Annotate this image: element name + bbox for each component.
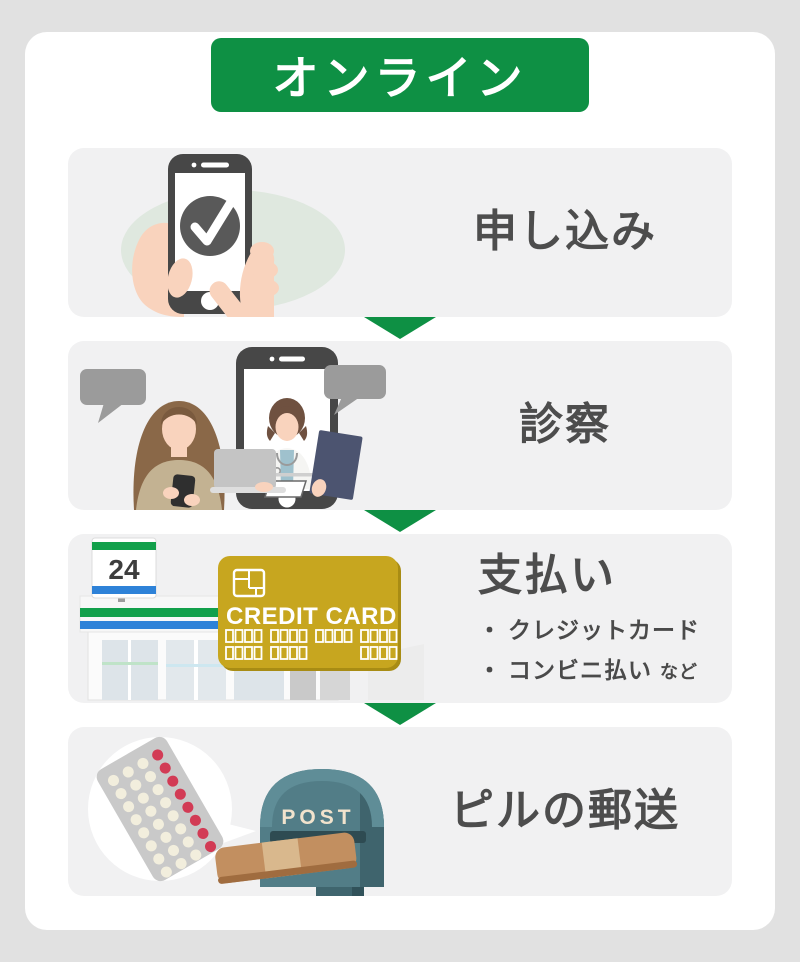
patient-woman <box>133 401 225 510</box>
step-label-delivery: ピルの郵送 <box>450 786 680 836</box>
credit-card-label: CREDIT CARD <box>226 603 397 630</box>
page-title: オンライン <box>272 52 528 104</box>
arrow-down-icon <box>364 510 436 532</box>
mailbox-label: POST <box>281 806 354 829</box>
step-card-delivery: POST ピルの郵送 <box>68 727 732 896</box>
process-flow: 申し込み <box>68 148 732 896</box>
pill-blister-pack-icon <box>96 736 224 882</box>
step-label-application: 申し込み <box>473 207 657 257</box>
arrow-down-icon <box>364 703 436 725</box>
pill-sheet-bubble <box>88 736 256 882</box>
flow-arrow-row <box>68 317 732 341</box>
step-label-payment: 支払い <box>478 551 616 601</box>
speech-bubble-left-icon <box>80 369 146 423</box>
step-card-application: 申し込み <box>68 148 732 317</box>
mailbox-icon: POST <box>260 769 384 896</box>
smartphone-checkmark-illustration <box>121 154 345 317</box>
credit-card-icon: CREDIT CARD <box>218 556 401 671</box>
store-sign-label: 24 <box>108 554 140 585</box>
arrow-down-icon <box>364 317 436 339</box>
checkmark-icon <box>180 196 240 256</box>
store-24h-sign: 24 <box>91 537 157 602</box>
step-card-payment: 24 CREDIT CARD 支払い ・ クレジットカード <box>68 534 732 703</box>
speech-bubble-right-icon <box>324 365 386 415</box>
flow-arrow-row <box>68 703 732 727</box>
payment-method-item: ・ コンビニ払い など <box>478 656 698 683</box>
laptop-icon <box>210 449 286 493</box>
payment-methods-list: ・ クレジットカード ・ コンビニ払い など <box>478 611 708 685</box>
package-icon <box>215 832 358 884</box>
clipboard-icon <box>309 430 363 500</box>
step-card-consultation: 診察 <box>68 341 732 510</box>
flow-arrow-row <box>68 510 732 534</box>
step-label-consultation: 診察 <box>519 400 611 450</box>
store-credit-card-illustration: 24 CREDIT CARD <box>79 537 424 701</box>
payment-method-item: ・ クレジットカード <box>478 616 700 643</box>
pill-mailbox-illustration: POST <box>88 736 384 896</box>
header-banner: オンライン <box>211 38 589 112</box>
online-consultation-illustration <box>80 347 386 510</box>
